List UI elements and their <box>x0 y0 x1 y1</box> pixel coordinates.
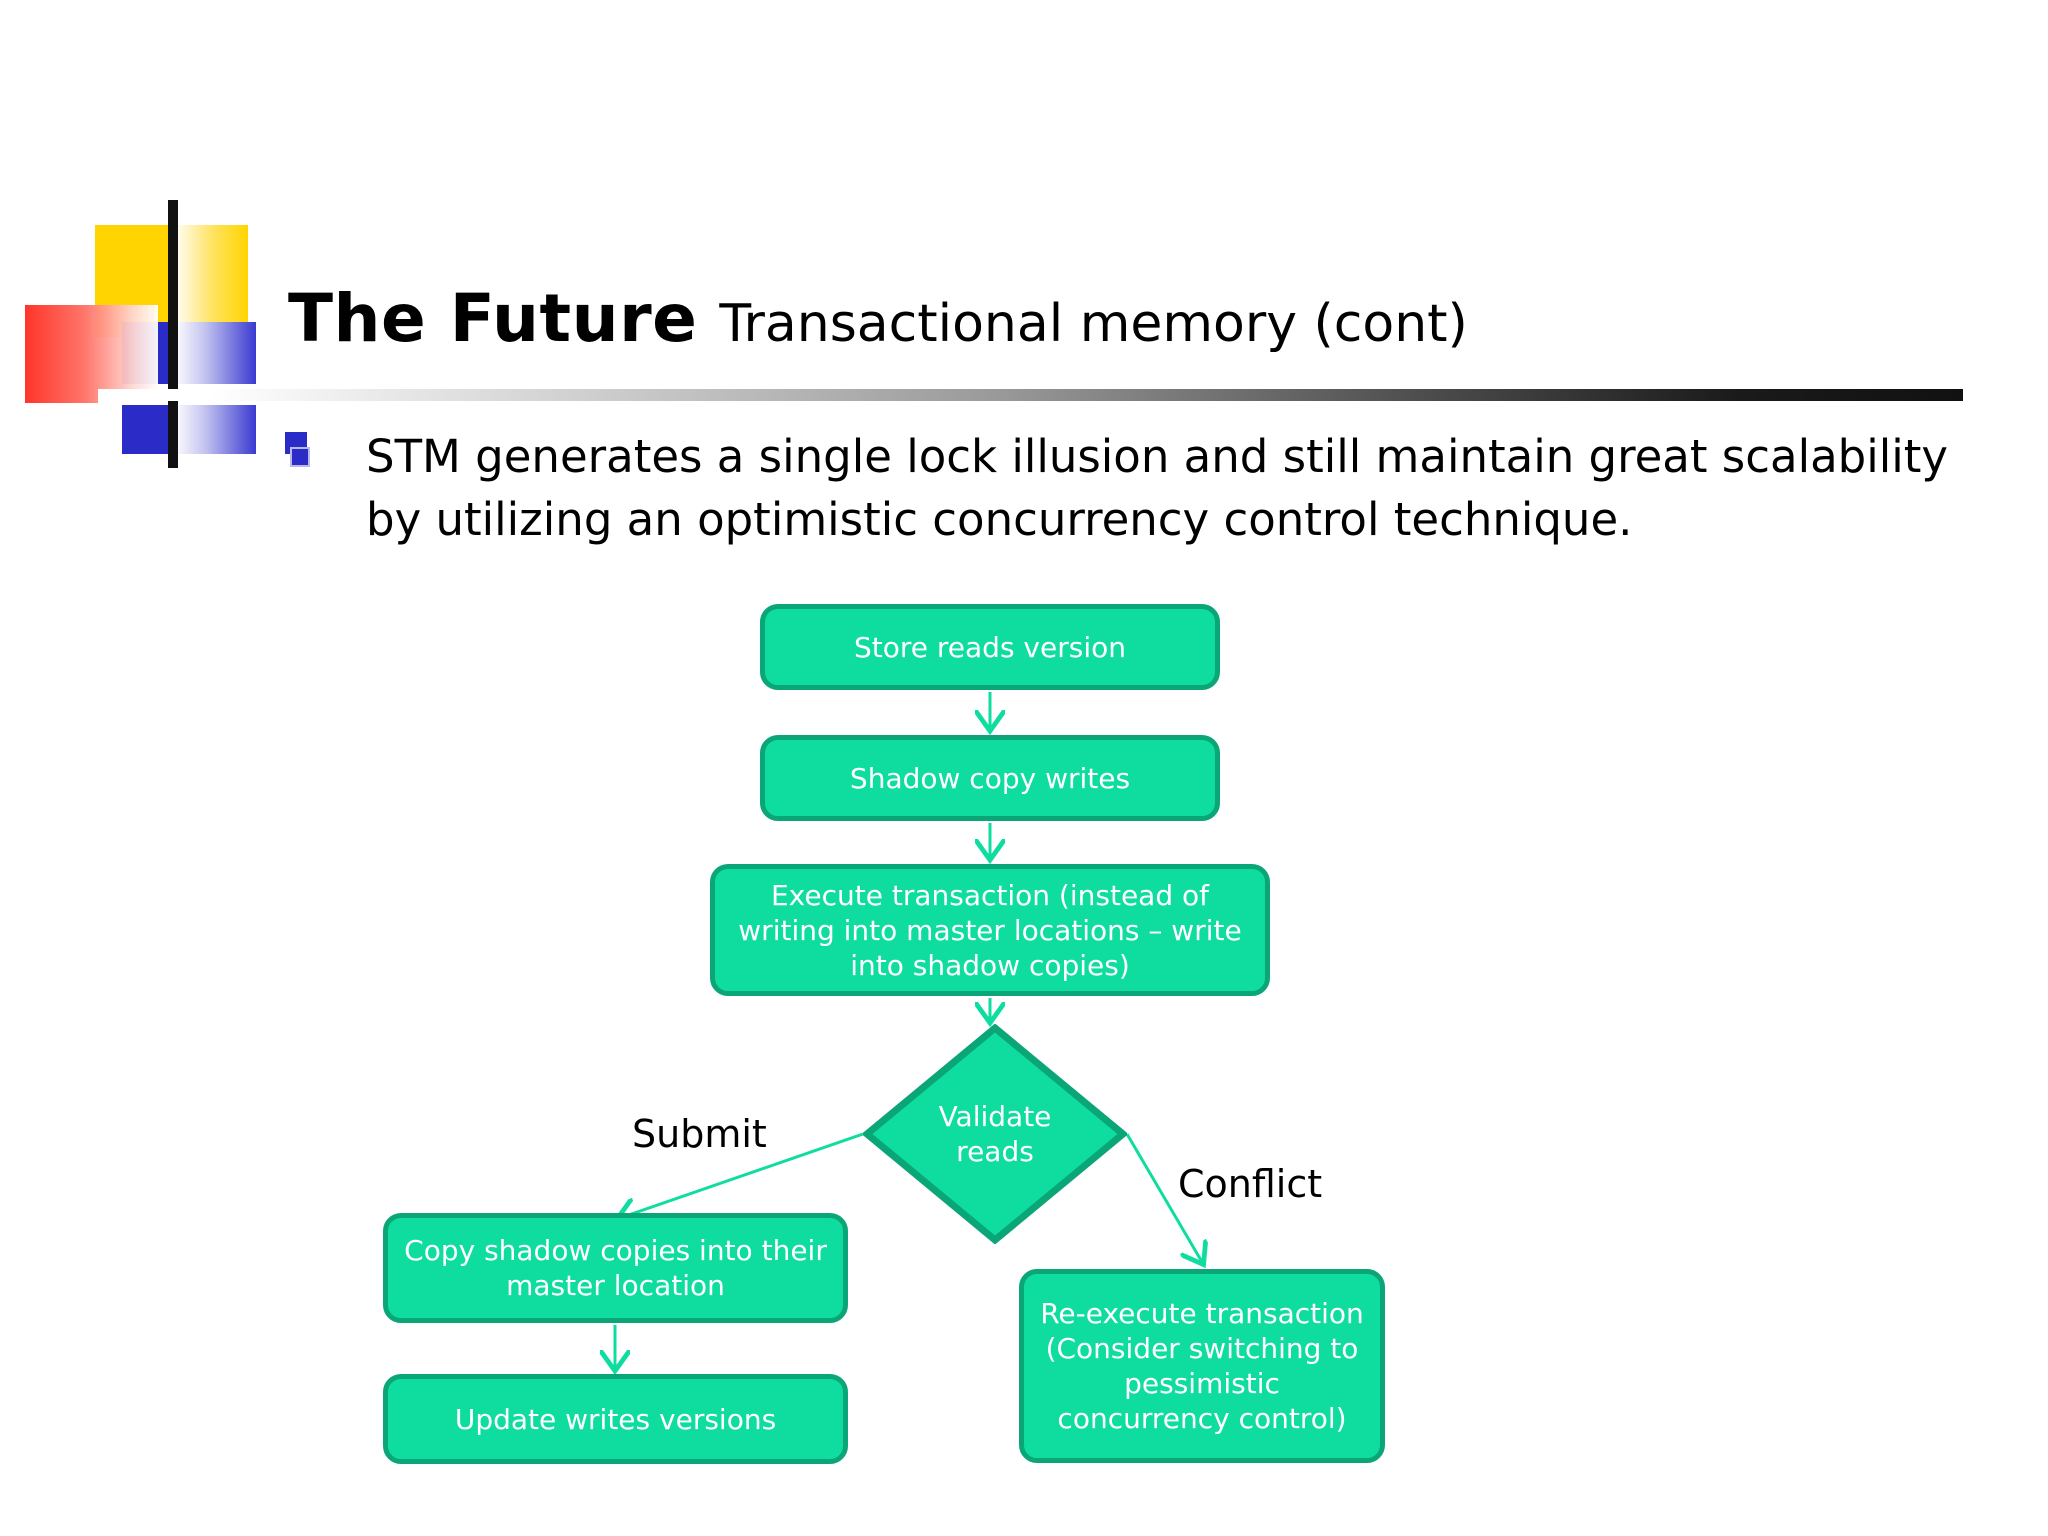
title-subtitle-text: Transactional memory (cont) <box>719 294 1468 354</box>
edge-validate-to-copy <box>620 1132 864 1218</box>
flow-node-validate-reads[interactable]: Validate reads <box>863 1024 1127 1244</box>
edge-label-submit: Submit <box>632 1112 767 1156</box>
page-title: The Future Transactional memory (cont) <box>288 280 1468 357</box>
flow-node-label: Copy shadow copies into their master loc… <box>404 1234 827 1302</box>
flow-node-update-writes-versions[interactable]: Update writes versions <box>383 1374 848 1464</box>
flow-node-label: Execute transaction (instead of writing … <box>738 878 1242 982</box>
flow-node-label: Update writes versions <box>454 1402 777 1436</box>
logo-red-block <box>25 305 158 403</box>
bullet-text: STM generates a single lock illusion and… <box>366 430 1948 546</box>
flow-node-execute-transaction[interactable]: Execute transaction (instead of writing … <box>710 864 1270 996</box>
flow-node-label: Re-execute transaction (Consider switchi… <box>1040 1297 1364 1435</box>
logo-yellow-gradient-block <box>173 225 248 337</box>
flow-node-re-execute-transaction[interactable]: Re-execute transaction (Consider switchi… <box>1019 1269 1385 1463</box>
flow-node-store-reads-version[interactable]: Store reads version <box>760 604 1220 690</box>
flow-node-shadow-copy-writes[interactable]: Shadow copy writes <box>760 735 1220 821</box>
bullet-square-icon <box>290 447 310 467</box>
flow-node-label: Store reads version <box>853 630 1126 664</box>
logo-vertical-bar <box>168 200 178 468</box>
logo-blue-gradient-top <box>174 322 256 384</box>
edge-validate-to-reexec <box>1125 1133 1202 1262</box>
title-main-text: The Future <box>288 280 698 357</box>
edge-label-conflict: Conflict <box>1178 1162 1323 1206</box>
title-divider-rule <box>98 389 1963 401</box>
body-bullet: STM generates a single lock illusion and… <box>290 425 1970 551</box>
flow-node-copy-shadow-copies[interactable]: Copy shadow copies into their master loc… <box>383 1213 848 1323</box>
flow-node-label: Shadow copy writes <box>849 761 1131 795</box>
diamond-shape <box>863 1024 1127 1244</box>
